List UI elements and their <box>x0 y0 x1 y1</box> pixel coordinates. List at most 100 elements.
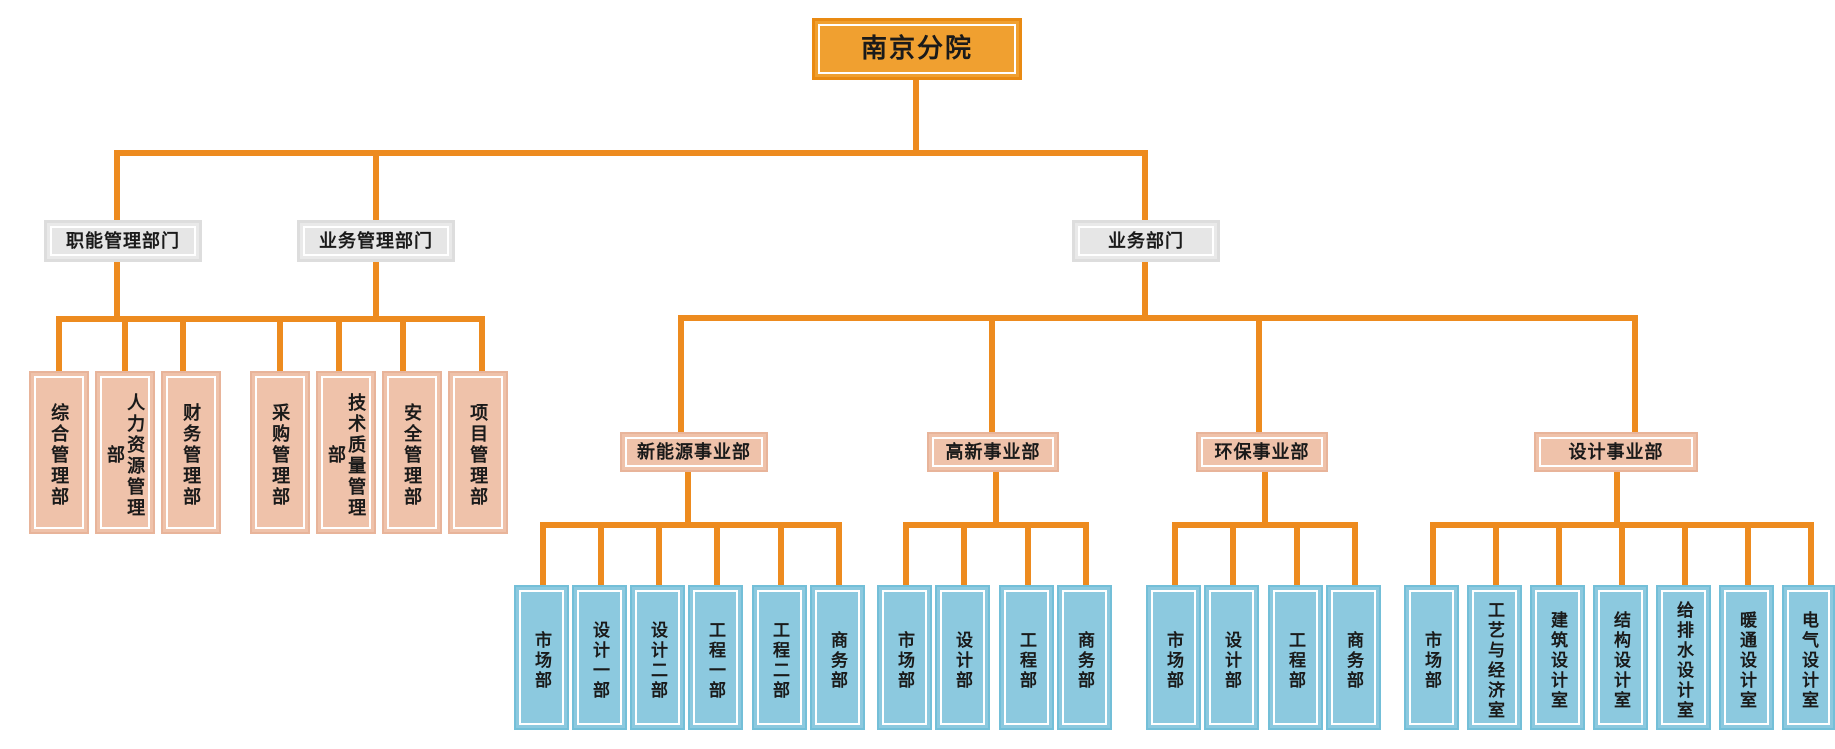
connector-d4-drop-6 <box>1745 522 1751 585</box>
connector-d3-drop-4 <box>1352 522 1358 585</box>
node-functional-dept-2-label: 财务管理部 <box>166 376 216 529</box>
node-d3-child-4[interactable]: 给排水设计室 <box>1656 585 1711 730</box>
node-d2-child-2[interactable]: 工程部 <box>1268 585 1323 730</box>
connector-d2-drop-2 <box>961 522 967 585</box>
connector-drop-business <box>1142 150 1148 220</box>
connector-drop-division-4 <box>1632 315 1638 432</box>
node-d2-child-1-label: 设计部 <box>1209 590 1254 725</box>
node-d0-child-4-label: 工程二部 <box>757 590 802 725</box>
connector-left-leaf-bus <box>56 316 485 322</box>
node-d3-child-5[interactable]: 暖通设计室 <box>1719 585 1774 730</box>
connector-d2-drop-3 <box>1025 522 1031 585</box>
node-business-mgmt-dept-3[interactable]: 项目管理部 <box>448 371 508 534</box>
connector-drop-leaf-4 <box>277 316 283 372</box>
node-business-mgmt[interactable]: 业务管理部门 <box>297 220 455 262</box>
node-d3-child-4-label: 给排水设计室 <box>1661 590 1706 725</box>
node-functional-mgmt[interactable]: 职能管理部门 <box>44 220 202 262</box>
node-division-3-label: 设计事业部 <box>1539 437 1693 467</box>
node-functional-dept-0-label: 综合管理部 <box>34 376 84 529</box>
node-d0-child-5[interactable]: 商务部 <box>810 585 865 730</box>
node-d1-child-0[interactable]: 市场部 <box>877 585 932 730</box>
node-business-mgmt-dept-1-label: 技术质量管理部 <box>321 376 371 529</box>
node-business-mgmt-label: 业务管理部门 <box>303 226 449 256</box>
connector-d3-drop-2 <box>1230 522 1236 585</box>
connector-d1-drop-2 <box>598 522 604 585</box>
node-d3-child-0[interactable]: 市场部 <box>1404 585 1459 730</box>
node-division-0[interactable]: 新能源事业部 <box>620 432 768 472</box>
connector-drop-leaf-3 <box>180 316 186 372</box>
connector-drop-business-mgmt <box>373 150 379 220</box>
connector-divisions-bus <box>678 315 1638 321</box>
connector-d1-drop-1 <box>540 522 546 585</box>
node-d1-child-3-label: 商务部 <box>1062 590 1107 725</box>
node-d1-child-3[interactable]: 商务部 <box>1057 585 1112 730</box>
node-d2-child-0-label: 市场部 <box>1151 590 1196 725</box>
node-division-1[interactable]: 高新事业部 <box>927 432 1059 472</box>
connector-drop-division-3 <box>1256 315 1262 432</box>
node-d2-child-3[interactable]: 商务部 <box>1326 585 1381 730</box>
node-d2-child-1[interactable]: 设计部 <box>1204 585 1259 730</box>
node-division-1-label: 高新事业部 <box>932 437 1054 467</box>
connector-drop-division-1 <box>678 315 684 432</box>
node-d0-child-3[interactable]: 工程一部 <box>688 585 743 730</box>
node-d3-child-6[interactable]: 电气设计室 <box>1782 585 1835 730</box>
connector-division-3-bus <box>1172 522 1358 528</box>
node-d0-child-5-label: 商务部 <box>815 590 860 725</box>
connector-d4-drop-2 <box>1493 522 1499 585</box>
node-division-3[interactable]: 设计事业部 <box>1534 432 1698 472</box>
node-root-label: 南京分院 <box>818 24 1016 74</box>
node-d1-child-1[interactable]: 设计部 <box>935 585 990 730</box>
node-business-mgmt-dept-2-label: 安全管理部 <box>387 376 437 529</box>
connector-business-mgmt-stem <box>373 260 379 316</box>
connector-d3-drop-1 <box>1172 522 1178 585</box>
node-d1-child-2[interactable]: 工程部 <box>999 585 1054 730</box>
node-business-mgmt-dept-2[interactable]: 安全管理部 <box>382 371 442 534</box>
node-d3-child-0-label: 市场部 <box>1409 590 1454 725</box>
connector-d1-drop-6 <box>836 522 842 585</box>
node-functional-dept-1-label: 人力资源管理部 <box>100 376 150 529</box>
node-d3-child-1-label: 工艺与经济室 <box>1472 590 1517 725</box>
node-business-dept[interactable]: 业务部门 <box>1072 220 1220 262</box>
node-functional-dept-2[interactable]: 财务管理部 <box>161 371 221 534</box>
node-d1-child-0-label: 市场部 <box>882 590 927 725</box>
connector-business-stem <box>1142 260 1148 315</box>
connector-division-1-bus <box>540 522 842 528</box>
connector-d4-drop-7 <box>1808 522 1814 585</box>
node-d0-child-2[interactable]: 设计二部 <box>630 585 685 730</box>
node-division-2-label: 环保事业部 <box>1201 437 1323 467</box>
node-root[interactable]: 南京分院 <box>812 18 1022 80</box>
node-d3-child-2-label: 建筑设计室 <box>1535 590 1580 725</box>
node-d3-child-2[interactable]: 建筑设计室 <box>1530 585 1585 730</box>
node-d3-child-1[interactable]: 工艺与经济室 <box>1467 585 1522 730</box>
node-business-dept-label: 业务部门 <box>1078 226 1214 256</box>
connector-drop-leaf-6 <box>400 316 406 372</box>
node-business-mgmt-dept-0-label: 采购管理部 <box>255 376 305 529</box>
node-business-mgmt-dept-0[interactable]: 采购管理部 <box>250 371 310 534</box>
connector-drop-leaf-5 <box>336 316 342 372</box>
node-d0-child-3-label: 工程一部 <box>693 590 738 725</box>
connector-d4-drop-3 <box>1556 522 1562 585</box>
connector-drop-functional <box>114 150 120 220</box>
node-functional-dept-1[interactable]: 人力资源管理部 <box>95 371 155 534</box>
connector-level2-bus <box>114 150 1148 156</box>
node-d3-child-3-label: 结构设计室 <box>1598 590 1643 725</box>
node-d0-child-0-label: 市场部 <box>519 590 564 725</box>
node-d0-child-4[interactable]: 工程二部 <box>752 585 807 730</box>
connector-drop-leaf-2 <box>122 316 128 372</box>
node-functional-dept-0[interactable]: 综合管理部 <box>29 371 89 534</box>
node-d0-child-2-label: 设计二部 <box>635 590 680 725</box>
node-d0-child-0[interactable]: 市场部 <box>514 585 569 730</box>
node-d2-child-0[interactable]: 市场部 <box>1146 585 1201 730</box>
node-d3-child-3[interactable]: 结构设计室 <box>1593 585 1648 730</box>
node-business-mgmt-dept-1[interactable]: 技术质量管理部 <box>316 371 376 534</box>
node-division-0-label: 新能源事业部 <box>625 437 763 467</box>
node-d1-child-1-label: 设计部 <box>940 590 985 725</box>
node-d0-child-1[interactable]: 设计一部 <box>572 585 627 730</box>
node-division-2[interactable]: 环保事业部 <box>1196 432 1328 472</box>
connector-d3-drop-3 <box>1294 522 1300 585</box>
connector-d2-drop-1 <box>903 522 909 585</box>
node-d3-child-6-label: 电气设计室 <box>1787 590 1830 725</box>
connector-d1-drop-3 <box>656 522 662 585</box>
connector-d4-drop-4 <box>1619 522 1625 585</box>
connector-division-2-stem <box>993 472 999 522</box>
